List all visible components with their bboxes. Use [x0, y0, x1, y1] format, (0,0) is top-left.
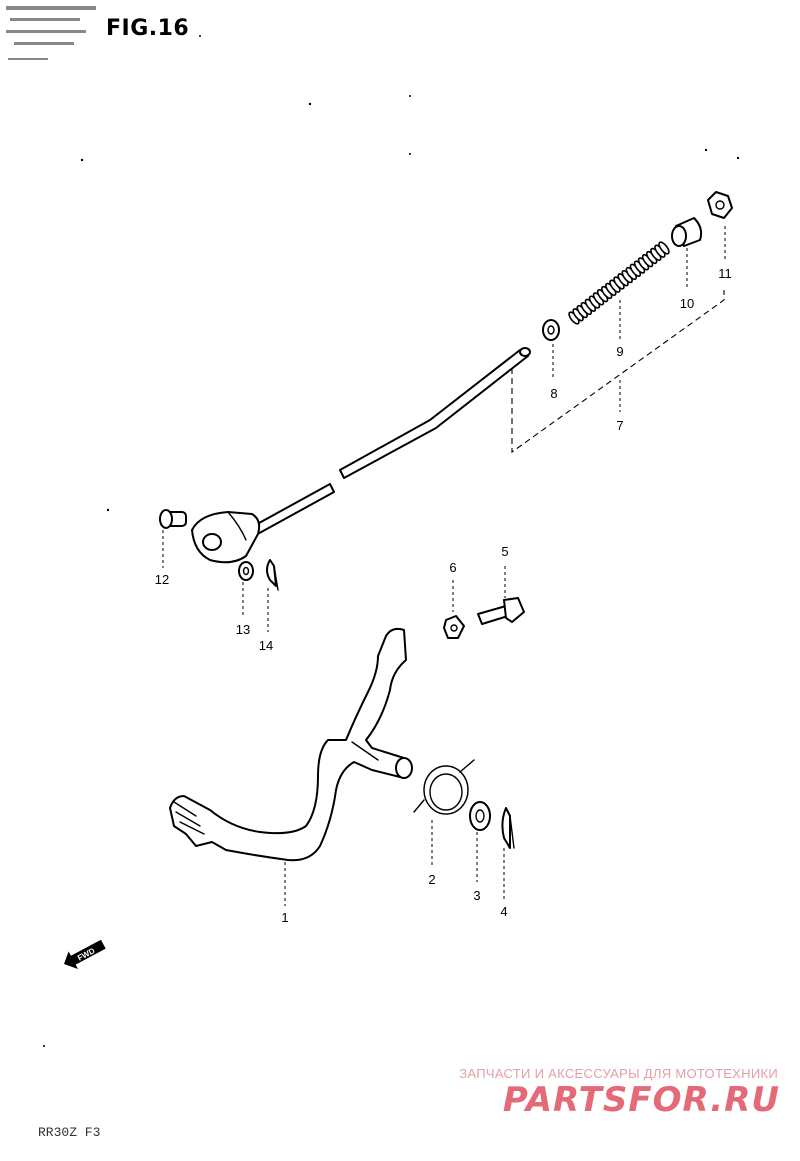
adjusting-nut [707, 191, 733, 219]
callout-8: 8 [550, 386, 557, 401]
scan-specks [43, 35, 740, 1047]
cotter-pin-4 [501, 807, 515, 849]
callout-1: 1 [281, 910, 288, 925]
brake-rod [249, 347, 531, 537]
callout-6: 6 [449, 560, 456, 575]
callout-7: 7 [616, 418, 623, 433]
clevis-pin [159, 509, 187, 529]
callout-labels: 11 10 9 8 7 12 13 14 6 5 1 2 3 4 [155, 266, 732, 925]
washer-13 [238, 561, 254, 581]
brake-rod-clevis [191, 511, 261, 564]
washer-8 [542, 319, 560, 341]
figure-title: FIG.16 [106, 16, 190, 41]
callout-11: 11 [718, 266, 732, 281]
catalog-code: RR30Z F3 [38, 1125, 101, 1140]
pivot-bolt [477, 597, 525, 625]
callout-10: 10 [680, 296, 694, 311]
callout-4: 4 [500, 904, 507, 919]
callout-5: 5 [501, 544, 508, 559]
callout-12: 12 [155, 572, 169, 587]
watermark-logo: PARTSFOR.RU [502, 1080, 780, 1120]
return-spring [413, 759, 475, 815]
nut-6 [443, 615, 465, 639]
watermark-tagline: ЗАПЧАСТИ И АКСЕССУАРЫ ДЛЯ МОТОТЕХНИКИ [459, 1066, 778, 1081]
callout-3: 3 [473, 888, 480, 903]
callout-13: 13 [236, 622, 250, 637]
callout-9: 9 [616, 344, 623, 359]
spring-coil [658, 241, 670, 255]
callout-2: 2 [428, 872, 435, 887]
washer-3 [469, 801, 491, 831]
callout-14: 14 [259, 638, 273, 653]
fwd-arrow-icon: FWD [64, 939, 106, 970]
scan-noise [6, 6, 96, 60]
assembly-bracket [511, 290, 725, 454]
leader-lines [162, 226, 726, 906]
spring-collar [671, 217, 703, 247]
brake-pedal [169, 627, 413, 862]
brake-spring [568, 241, 670, 325]
cotter-pin-14 [266, 559, 279, 591]
